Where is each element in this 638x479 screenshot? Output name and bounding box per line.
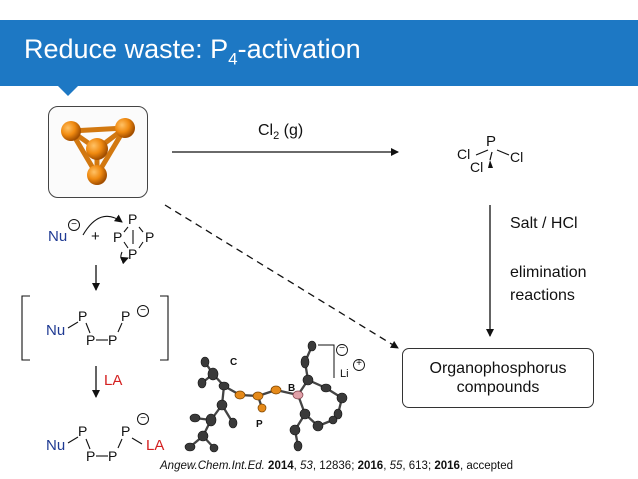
title-banner — [0, 20, 638, 86]
adduct-p-atom: P — [78, 423, 88, 439]
anion-p-atom: P — [86, 332, 96, 348]
minus-charge-circle — [336, 344, 348, 356]
nucleophile-label: Nu — [46, 437, 66, 454]
target-line-1: Organophosphorus — [429, 360, 567, 377]
pcl3-bonds — [475, 149, 510, 161]
citation: Angew.Chem.Int.Ed. 2014, 53, 12836; 2016… — [160, 460, 514, 472]
p4-atom-left: P — [113, 229, 123, 245]
p4-atom-top: P — [128, 211, 138, 227]
charge-bracket — [318, 344, 335, 378]
p-atom — [87, 165, 107, 185]
p-atom — [86, 138, 108, 160]
banner-pointer — [58, 86, 78, 96]
crystal-label-p: P — [256, 419, 263, 430]
minus-charge: − — [137, 413, 149, 425]
plus-sign: + — [91, 228, 100, 245]
crystal-plus-sign: + — [356, 358, 362, 369]
phosphorus-atom — [252, 391, 264, 401]
crystal-label-c: C — [230, 357, 238, 368]
p4-atom-bottom: P — [128, 246, 138, 262]
row3-drawing — [67, 436, 143, 457]
wedge-bond — [488, 160, 493, 168]
bracket-left — [21, 295, 30, 361]
salt-hcl-label: Salt / HCl — [510, 215, 578, 232]
pcl3-p-atom: P — [486, 133, 497, 150]
phosphorus-atom — [270, 385, 282, 395]
anion-p-atom: P — [108, 332, 118, 348]
anion-p-atom: P — [121, 308, 131, 324]
row2-drawing — [21, 295, 169, 361]
anion-p-atom: P — [78, 308, 88, 324]
reactions-label: reactions — [510, 287, 575, 304]
pcl3-cl-bottom: Cl — [470, 159, 484, 175]
direct-route-arrow — [164, 204, 399, 349]
target-line-2: compounds — [456, 379, 540, 396]
lewis-acid-label: LA — [104, 372, 123, 389]
elimination-label: elimination — [510, 264, 587, 281]
p4-atom-right: P — [145, 229, 155, 245]
adduct-p-atom: P — [121, 423, 131, 439]
pcl3-cl-left: Cl — [457, 146, 471, 162]
p-atom — [61, 121, 81, 141]
slide-title: Reduce waste: P4-activation — [24, 34, 361, 69]
phosphorus-atom — [234, 390, 246, 400]
row1-bonds — [82, 214, 144, 265]
crystal-label-li: Li — [340, 368, 349, 380]
crystal-atoms — [184, 340, 348, 453]
phosphorus-atom — [257, 403, 267, 413]
crystal-minus-sign: − — [339, 343, 345, 354]
minus-charge: − — [68, 219, 80, 231]
crystal-label-b: B — [288, 383, 296, 394]
p4-tetrahedron-image — [48, 106, 148, 198]
crystal-bonds — [189, 345, 344, 449]
crystal-structure — [184, 340, 365, 453]
bracket-right — [160, 295, 169, 361]
target-compounds-box: Organophosphorus compounds — [402, 348, 594, 408]
pcl3-cl-right: Cl — [510, 149, 524, 165]
reagent-label: Cl2 (g) — [258, 122, 304, 143]
p-atom — [115, 118, 135, 138]
minus-charge: − — [137, 305, 149, 317]
lewis-acid-label: LA — [146, 437, 165, 454]
boron-atom — [292, 390, 304, 400]
adduct-p-atom: P — [108, 448, 118, 464]
p4-tetrahedron-drawing — [61, 118, 135, 185]
nucleophile-label: Nu — [48, 228, 68, 245]
plus-charge-circle — [353, 359, 365, 371]
nucleophile-label: Nu — [46, 322, 66, 339]
adduct-p-atom: P — [86, 448, 96, 464]
